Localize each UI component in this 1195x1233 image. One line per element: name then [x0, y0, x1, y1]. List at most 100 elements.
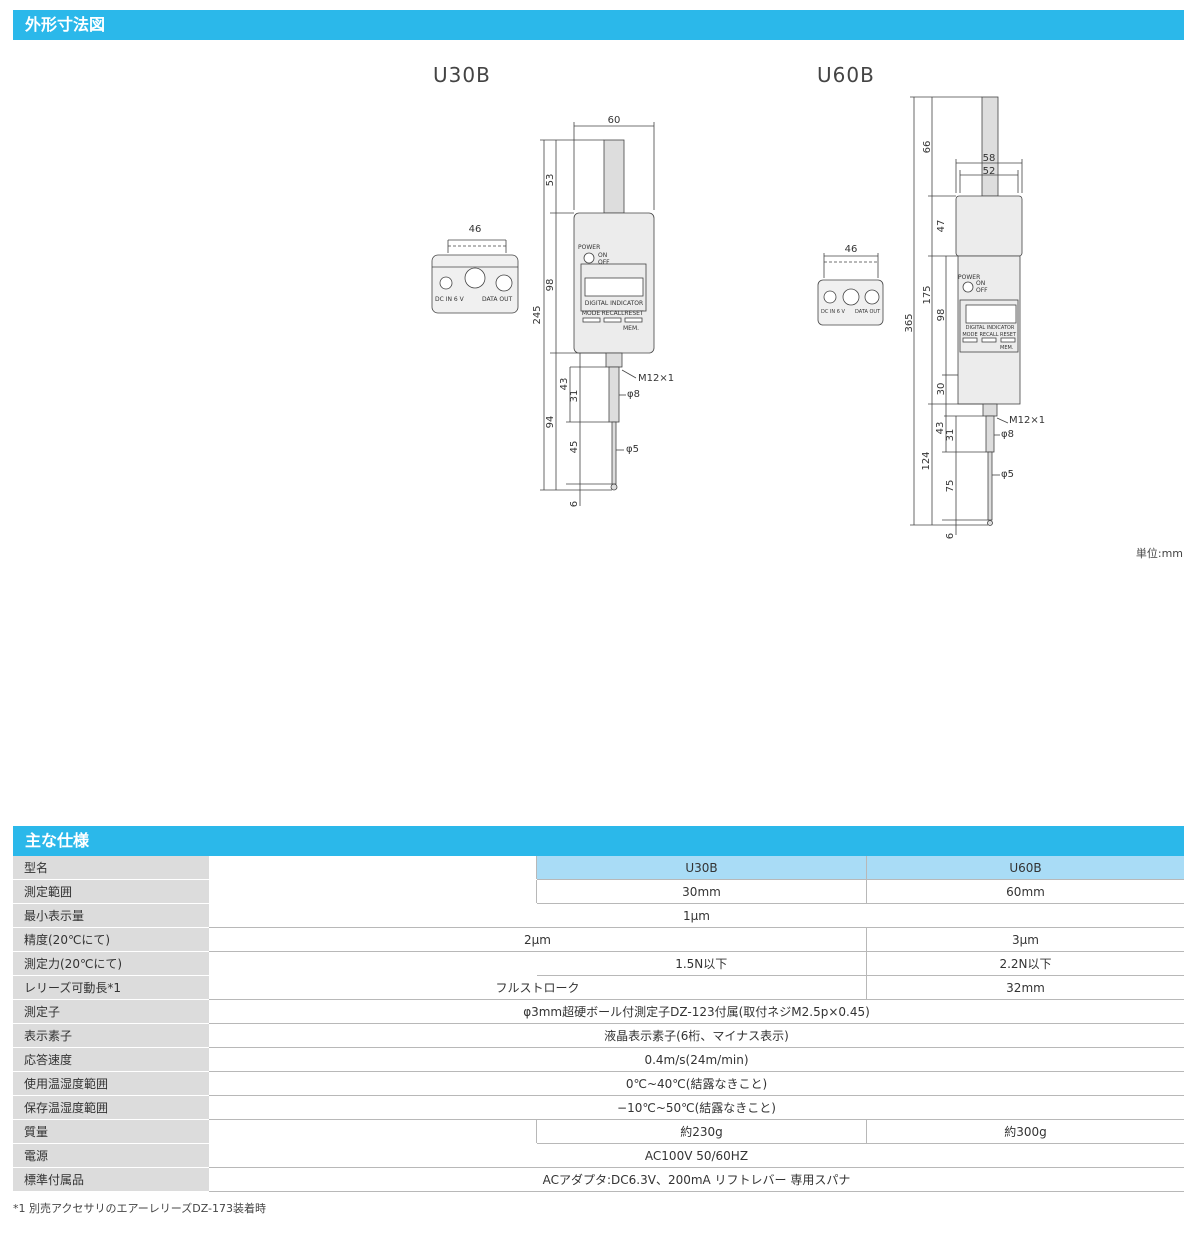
cell-u30b: 2μm [209, 927, 867, 952]
svg-text:M12×1: M12×1 [638, 373, 674, 384]
cell-u30b: フルストローク [209, 975, 867, 1000]
svg-text:245: 245 [532, 305, 543, 324]
header-u60b: U60B [866, 856, 1184, 880]
row-label: 質量 [13, 1119, 209, 1144]
svg-text:DC IN 6 V: DC IN 6 V [435, 296, 465, 303]
row-label: 測定範囲 [13, 879, 209, 904]
cell-common: 0.4m/s(24m/min) [209, 1047, 1184, 1072]
table-row: 測定子 φ3mm超硬ボール付測定子DZ-123付属(取付ネジM2.5p×0.45… [13, 999, 1184, 1024]
svg-text:175: 175 [922, 285, 933, 304]
table-row: レリーズ可動長*1 フルストローク 32mm [13, 975, 1184, 1000]
svg-text:6: 6 [945, 533, 956, 539]
cell-common: 液晶表示素子(6桁、マイナス表示) [209, 1023, 1184, 1048]
svg-text:φ5: φ5 [1001, 469, 1014, 480]
svg-text:94: 94 [545, 416, 556, 429]
model-title-u30b: U30B [433, 63, 491, 87]
svg-text:98: 98 [545, 279, 556, 292]
row-label: 使用温湿度範囲 [13, 1071, 209, 1096]
table-row: 測定力(20℃にて) 1.5N以下 2.2N以下 [13, 951, 1184, 976]
row-label: 電源 [13, 1143, 209, 1168]
svg-text:MEM.: MEM. [623, 325, 639, 332]
cell-u60b: 60mm [866, 879, 1184, 904]
cell-common: 1μm [209, 903, 1184, 928]
svg-text:φ5: φ5 [626, 444, 639, 455]
svg-text:6: 6 [569, 501, 580, 507]
cell-u30b: 30mm [536, 879, 867, 904]
svg-text:124: 124 [921, 451, 932, 470]
svg-text:DIGITAL INDICATOR: DIGITAL INDICATOR [585, 300, 643, 307]
table-row: 標準付属品 ACアダプタ:DC6.3V、200mA リフトレバー 専用スパナ [13, 1167, 1184, 1192]
table-row: 型名 U30B U60B [13, 856, 1184, 880]
section-header-dimensions: 外形寸法図 [13, 10, 1184, 40]
row-label: 精度(20℃にて) [13, 927, 209, 952]
svg-text:MODE: MODE [962, 332, 977, 338]
row-label: 最小表示量 [13, 903, 209, 928]
row-label: 表示素子 [13, 1023, 209, 1048]
svg-text:ON: ON [976, 280, 985, 287]
table-row: 電源 AC100V 50/60HZ [13, 1143, 1184, 1168]
svg-text:46: 46 [845, 244, 858, 255]
cell-u60b: 32mm [866, 975, 1184, 1000]
section-header-specs: 主な仕様 [13, 826, 1184, 856]
cell-common: AC100V 50/60HZ [209, 1143, 1184, 1168]
svg-text:43: 43 [935, 422, 946, 435]
svg-text:ON: ON [598, 252, 607, 259]
table-row: 最小表示量 1μm [13, 903, 1184, 928]
svg-text:45: 45 [569, 441, 580, 454]
table-row: 精度(20℃にて) 2μm 3μm [13, 927, 1184, 952]
svg-text:365: 365 [904, 313, 915, 332]
model-title-u60b: U60B [817, 63, 875, 87]
svg-text:RESET: RESET [1000, 332, 1017, 338]
cell-common: 0℃~40℃(結露なきこと) [209, 1071, 1184, 1096]
table-row: 表示素子 液晶表示素子(6桁、マイナス表示) [13, 1023, 1184, 1048]
row-label: 型名 [13, 856, 209, 880]
table-row: 質量 約230g 約300g [13, 1119, 1184, 1144]
footnote: *1 別売アクセサリのエアーレリーズDZ-173装着時 [13, 1202, 267, 1215]
row-label: 保存温湿度範囲 [13, 1095, 209, 1120]
row-label: 測定子 [13, 999, 209, 1024]
header-u30b: U30B [536, 856, 867, 880]
svg-text:58: 58 [983, 153, 996, 164]
table-row: 保存温湿度範囲 −10℃~50℃(結露なきこと) [13, 1095, 1184, 1120]
svg-text:31: 31 [569, 390, 580, 403]
cell-common: −10℃~50℃(結露なきこと) [209, 1095, 1184, 1120]
row-label: 標準付属品 [13, 1167, 209, 1192]
svg-text:47: 47 [936, 220, 947, 233]
table-row: 使用温湿度範囲 0℃~40℃(結露なきこと) [13, 1071, 1184, 1096]
svg-text:POWER: POWER [578, 244, 600, 251]
svg-text:φ8: φ8 [1001, 429, 1014, 440]
svg-text:75: 75 [945, 480, 956, 493]
svg-text:31: 31 [945, 429, 956, 442]
row-label: 測定力(20℃にて) [13, 951, 209, 976]
cell-u30b: 約230g [536, 1119, 867, 1144]
svg-text:60: 60 [608, 115, 621, 126]
svg-text:MODE: MODE [582, 310, 601, 317]
svg-text:RESET: RESET [624, 310, 644, 317]
svg-text:46: 46 [469, 224, 482, 235]
svg-text:98: 98 [936, 309, 947, 322]
u60b-dimension-drawing: 46 58 52 66 47 175 98 30 365 43 31 124 7… [817, 96, 1045, 539]
svg-text:OFF: OFF [598, 259, 610, 266]
svg-text:OFF: OFF [976, 287, 988, 294]
svg-text:φ8: φ8 [627, 389, 640, 400]
row-label: レリーズ可動長*1 [13, 975, 209, 1000]
cell-u60b: 約300g [866, 1119, 1184, 1144]
unit-note: 単位:mm [1135, 547, 1183, 560]
cell-u30b: 1.5N以下 [536, 951, 867, 976]
svg-text:DATA OUT: DATA OUT [855, 309, 881, 315]
svg-text:POWER: POWER [958, 274, 980, 281]
svg-text:30: 30 [936, 383, 947, 396]
svg-text:M12×1: M12×1 [1009, 415, 1045, 426]
cell-u60b: 2.2N以下 [866, 951, 1184, 976]
row-label: 応答速度 [13, 1047, 209, 1072]
cell-common: ACアダプタ:DC6.3V、200mA リフトレバー 専用スパナ [209, 1167, 1184, 1192]
cell-u60b: 3μm [866, 927, 1184, 952]
svg-text:DATA OUT: DATA OUT [482, 296, 512, 303]
svg-text:MEM.: MEM. [1000, 345, 1014, 351]
svg-text:52: 52 [983, 166, 996, 177]
table-row: 測定範囲 30mm 60mm [13, 879, 1184, 904]
svg-text:43: 43 [559, 378, 570, 391]
table-row: 応答速度 0.4m/s(24m/min) [13, 1047, 1184, 1072]
cell-common: φ3mm超硬ボール付測定子DZ-123付属(取付ネジM2.5p×0.45) [209, 999, 1184, 1024]
svg-text:RECALL: RECALL [602, 310, 626, 317]
